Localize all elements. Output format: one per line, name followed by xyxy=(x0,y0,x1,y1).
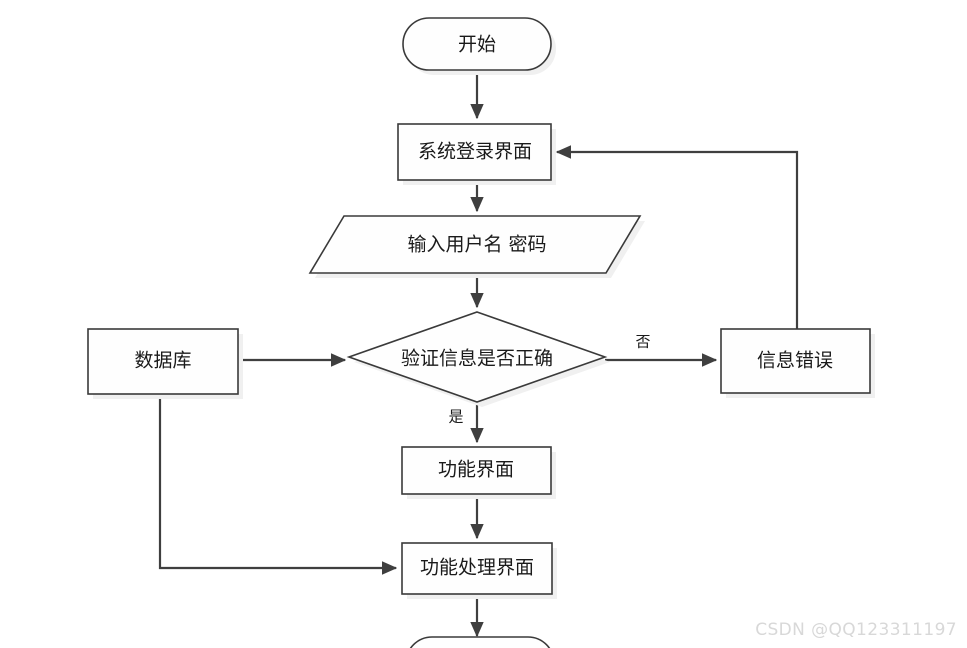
node-login[interactable]: 系统登录界面 xyxy=(397,123,556,185)
node-start-label: 开始 xyxy=(458,34,496,56)
node-verify[interactable]: 验证信息是否正确 xyxy=(346,311,610,407)
node-process-label: 功能处理界面 xyxy=(420,557,534,579)
node-input-label: 输入用户名 密码 xyxy=(407,234,546,256)
node-database-label: 数据库 xyxy=(134,350,191,372)
node-input[interactable]: 输入用户名 密码 xyxy=(308,215,645,278)
node-login-label: 系统登录界面 xyxy=(418,141,532,163)
edge-label-yes: 是 xyxy=(448,408,463,426)
node-verify-label: 验证信息是否正确 xyxy=(401,348,553,370)
watermark-text: CSDN @QQ123311197 xyxy=(755,620,957,640)
node-error[interactable]: 信息错误 xyxy=(720,328,875,398)
edge-label-no: 否 xyxy=(635,333,650,351)
node-error-label: 信息错误 xyxy=(757,350,833,372)
node-process[interactable]: 功能处理界面 xyxy=(401,542,557,599)
node-start[interactable]: 开始 xyxy=(402,17,556,75)
node-bottom-cropped[interactable] xyxy=(406,636,559,648)
edge-error-to-login-feedback xyxy=(555,145,799,329)
node-function-label: 功能界面 xyxy=(438,459,514,481)
node-function[interactable]: 功能界面 xyxy=(401,446,556,499)
edge-database-to-process xyxy=(158,394,398,575)
node-database[interactable]: 数据库 xyxy=(87,328,243,399)
